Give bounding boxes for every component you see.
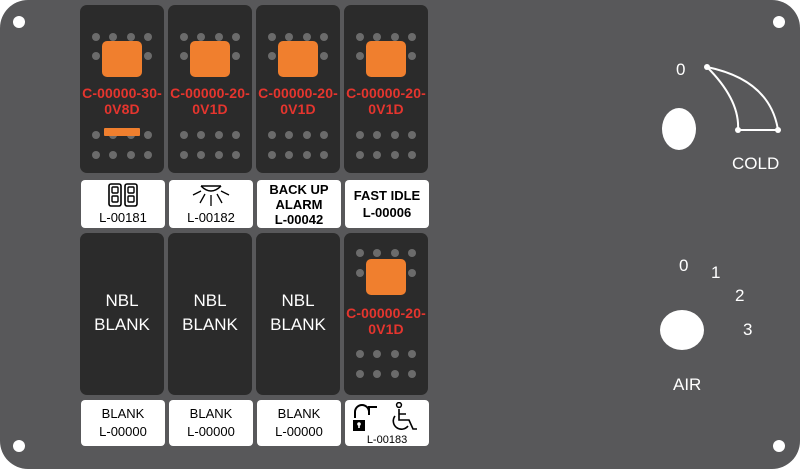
blank-legend-1: BLANK L-00000 — [81, 400, 165, 446]
lock-accessibility-legend: L-00183 — [345, 400, 429, 446]
air-dial-position-2: 2 — [735, 286, 745, 305]
contact-dots — [180, 151, 240, 159]
rocker-switch-3[interactable]: C-00000-20-0V1D — [256, 5, 340, 173]
legend-line: BACK UP — [269, 182, 329, 197]
contact-dots — [268, 151, 328, 159]
contact-dots — [356, 131, 416, 139]
indicator-bar-lamp — [104, 128, 140, 136]
dual-switch-icon — [108, 183, 138, 207]
legend-code: L-00182 — [187, 210, 235, 225]
indicator-lamp — [190, 41, 230, 77]
indicator-lamp — [102, 41, 142, 77]
temp-dial-label: COLD — [732, 154, 780, 173]
switch-legend-3: BACK UP ALARM L-00042 — [257, 180, 341, 228]
legend-code: L-00183 — [366, 434, 408, 446]
legend-code: L-00006 — [362, 205, 412, 220]
contact-dots — [92, 151, 152, 159]
indicator-lamp — [366, 41, 406, 77]
contact-dots — [180, 33, 240, 41]
blank-legend-2: BLANK L-00000 — [169, 400, 253, 446]
legend-line: ALARM — [275, 197, 323, 212]
air-dial-label: AIR — [673, 375, 702, 394]
switch-code: C-00000-20-0V1D — [170, 85, 250, 117]
air-dial-position-3: 3 — [743, 320, 753, 339]
legend-code: L-00181 — [99, 210, 147, 225]
contact-dots — [356, 350, 416, 358]
rocker-switch-5[interactable]: C-00000-20-0V1D — [344, 233, 428, 395]
switch-code: C-00000-20-0V1D — [346, 85, 426, 117]
rocker-switch-4[interactable]: C-00000-20-0V1D — [344, 5, 428, 173]
legend-code: L-00042 — [274, 212, 324, 227]
temp-dial-knob[interactable] — [662, 108, 696, 150]
legend-line: BLANK — [101, 406, 145, 421]
air-dial-position-0: 0 — [679, 256, 689, 275]
work-light-icon — [192, 185, 230, 206]
mounting-hole-bottom-right — [773, 440, 785, 452]
contact-dots — [356, 33, 416, 41]
contact-dots — [268, 131, 328, 139]
blank-legend-3: BLANK L-00000 — [257, 400, 341, 446]
mounting-hole-top-left — [13, 16, 25, 28]
legend-code: L-00000 — [275, 424, 323, 439]
switch-code: C-00000-20-0V1D — [346, 305, 426, 337]
contact-dots — [356, 370, 416, 378]
indicator-lamp — [366, 259, 406, 295]
air-dial-position-1: 1 — [711, 263, 721, 282]
legend-code: L-00000 — [99, 424, 147, 439]
legend-line: FAST IDLE — [353, 188, 421, 203]
legend-code: L-00000 — [187, 424, 235, 439]
switch-legend-1: L-00181 — [81, 180, 165, 228]
rocker-switch-1[interactable]: C-00000-30-0V8D — [80, 5, 164, 173]
switch-legend-2: L-00182 — [169, 180, 253, 228]
lock-icon — [353, 404, 377, 431]
temp-dial-zero-mark: 0 — [676, 60, 686, 79]
wheelchair-icon — [392, 402, 417, 430]
rocker-switch-2[interactable]: C-00000-20-0V1D — [168, 5, 252, 173]
switch-code: C-00000-30-0V8D — [82, 85, 162, 117]
contact-dots — [356, 249, 416, 257]
indicator-lamp — [278, 41, 318, 77]
air-dial-knob[interactable] — [660, 310, 704, 350]
legend-line: BLANK — [277, 406, 321, 421]
contact-dots — [92, 33, 152, 41]
mounting-hole-bottom-left — [13, 440, 25, 452]
mounting-hole-top-right — [773, 16, 785, 28]
contact-dots — [180, 131, 240, 139]
legend-line: BLANK — [189, 406, 233, 421]
switch-code: C-00000-20-0V1D — [258, 85, 338, 117]
temp-range-arc-icon — [704, 64, 781, 133]
contact-dots — [268, 33, 328, 41]
switch-legend-4: FAST IDLE L-00006 — [345, 180, 429, 228]
contact-dots — [356, 151, 416, 159]
